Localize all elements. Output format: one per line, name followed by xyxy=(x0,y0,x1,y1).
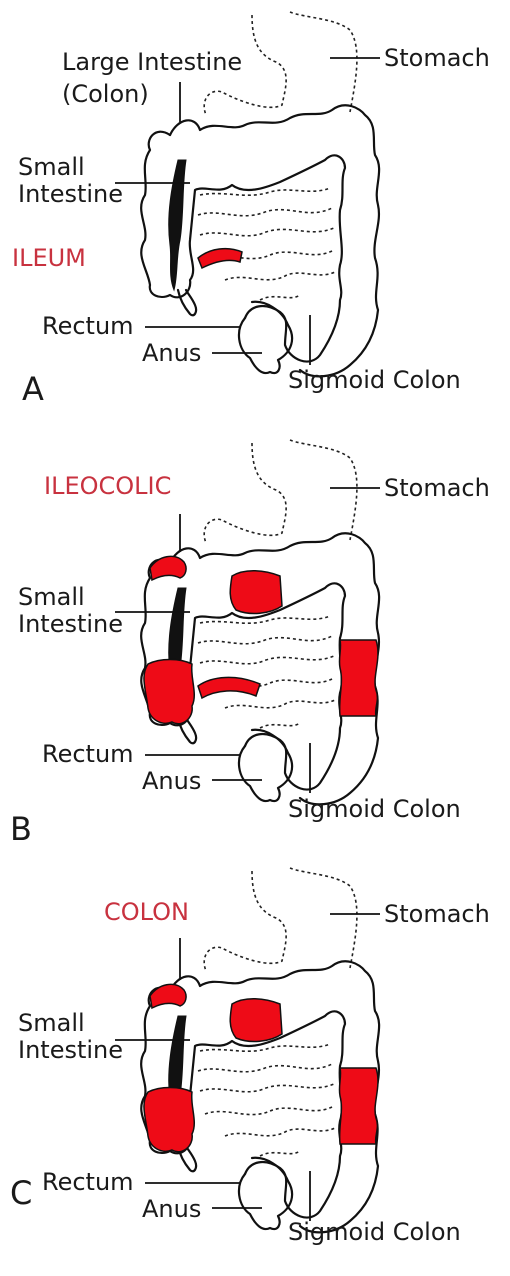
panel-a: Stomach Large Intestine (Colon) Small In… xyxy=(0,0,510,420)
anus-label: Anus xyxy=(142,1195,201,1223)
panel-c: Stomach COLON Small Intestine Rectum Anu… xyxy=(0,856,510,1276)
highlight-descending-colon xyxy=(339,640,378,716)
small-intestine-dashed xyxy=(198,1044,335,1156)
panel-title: ILEOCOLIC xyxy=(44,472,171,500)
highlight-terminal-ileum xyxy=(198,677,260,698)
highlight-transverse-colon xyxy=(230,999,282,1042)
small-intestine-dashed xyxy=(198,188,335,300)
small-intestine-label-line1: Small xyxy=(18,584,85,611)
highlight-terminal-ileum xyxy=(198,249,242,268)
sigmoid-colon-label: Sigmoid Colon xyxy=(288,366,461,394)
highlight-cecum-ascending xyxy=(144,660,194,724)
appendix-outline xyxy=(178,290,196,315)
small-intestine-label-line2: Intestine xyxy=(18,611,123,638)
rectum-label: Rectum xyxy=(42,312,134,340)
stomach-label: Stomach xyxy=(384,474,490,502)
panel-letter: B xyxy=(10,812,32,846)
small-intestine-label-line2: Intestine xyxy=(18,181,123,208)
stomach-label: Stomach xyxy=(384,900,490,928)
rectum-label: Rectum xyxy=(42,1168,134,1196)
crohns-disease-diagram: Stomach Large Intestine (Colon) Small In… xyxy=(0,0,510,1250)
panel-letter: A xyxy=(22,372,44,406)
panel-title: ILEUM xyxy=(12,244,86,272)
small-intestine-label-line2: Intestine xyxy=(18,1037,123,1064)
ascending-colon-inner-shading xyxy=(169,160,186,290)
stomach-outline xyxy=(204,868,357,971)
highlight-descending-colon xyxy=(339,1068,378,1144)
sigmoid-colon-label: Sigmoid Colon xyxy=(288,795,461,823)
rectum-label: Rectum xyxy=(42,740,134,768)
panel-letter: C xyxy=(10,1176,32,1210)
colon-label: (Colon) xyxy=(62,80,149,108)
stomach-outline xyxy=(204,440,357,543)
highlight-transverse-colon xyxy=(230,571,282,614)
small-intestine-label-line1: Small xyxy=(18,1010,85,1037)
small-intestine-dashed xyxy=(198,616,335,728)
panel-title: COLON xyxy=(104,898,189,926)
stomach-label: Stomach xyxy=(384,44,490,72)
large-intestine-label: Large Intestine xyxy=(62,48,242,76)
colon-outer-outline xyxy=(170,105,379,376)
small-intestine-label-line1: Small xyxy=(18,154,85,181)
panel-b: Stomach ILEOCOLIC Small Intestine Rectum… xyxy=(0,428,510,848)
highlight-cecum-ascending xyxy=(144,1088,194,1152)
anus-label: Anus xyxy=(142,339,201,367)
anus-label: Anus xyxy=(142,767,201,795)
sigmoid-colon-label: Sigmoid Colon xyxy=(288,1218,461,1246)
